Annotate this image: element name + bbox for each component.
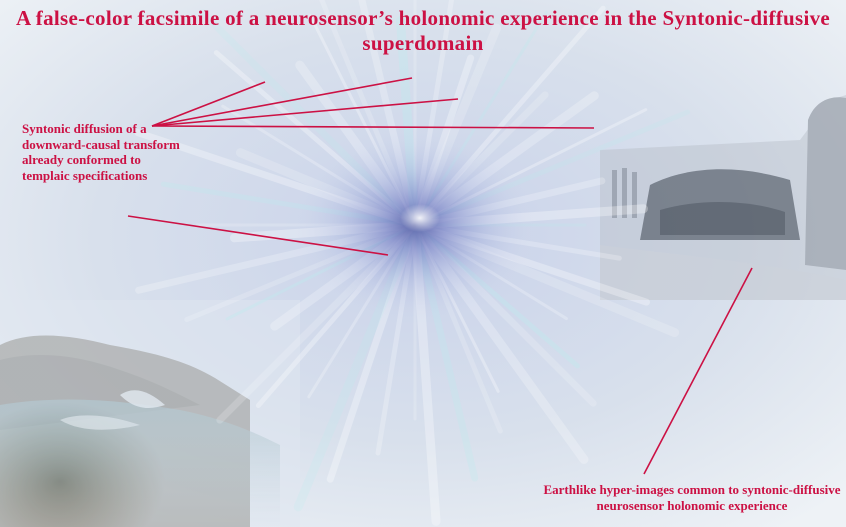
burst-glow — [400, 204, 440, 232]
pointer-line — [643, 267, 753, 475]
figure-title: A false-color facsimile of a neurosensor… — [15, 6, 831, 55]
pointer-line — [151, 77, 413, 127]
syntonic-diffusion-label: Syntonic diffusion of a downward-causal … — [22, 121, 180, 183]
earthlike-hyper-images-label: Earthlike hyper-images common to syntoni… — [543, 482, 841, 513]
pointer-line — [151, 125, 595, 129]
coastal-rocks-scene — [0, 300, 300, 527]
pointer-line — [151, 81, 266, 127]
pointer-line — [127, 215, 389, 256]
pillar-landscape-scene — [600, 95, 846, 300]
pointer-line — [151, 98, 459, 127]
pointer-lines — [127, 77, 753, 475]
